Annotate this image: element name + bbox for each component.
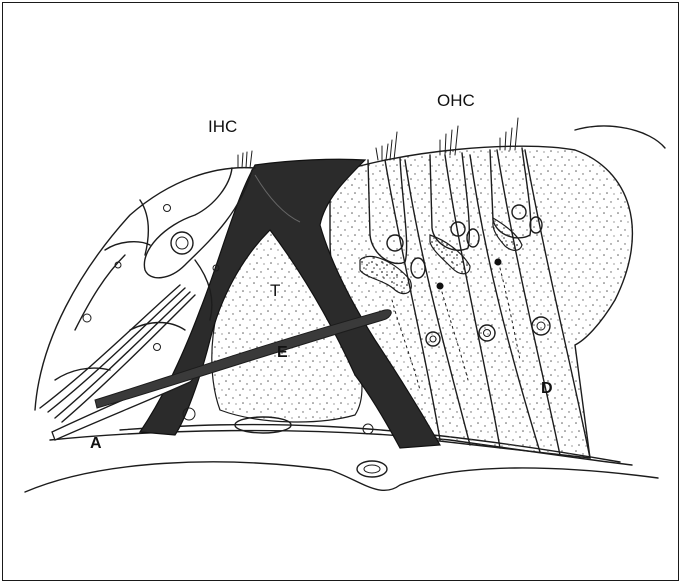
spiral-vessel: [357, 461, 387, 477]
label-ohc: OHC: [437, 91, 475, 110]
label-ihc: IHC: [208, 117, 237, 136]
label-a: A: [90, 435, 102, 452]
label-d: D: [541, 380, 553, 397]
label-e: E: [277, 344, 288, 361]
label-t: T: [270, 281, 280, 300]
